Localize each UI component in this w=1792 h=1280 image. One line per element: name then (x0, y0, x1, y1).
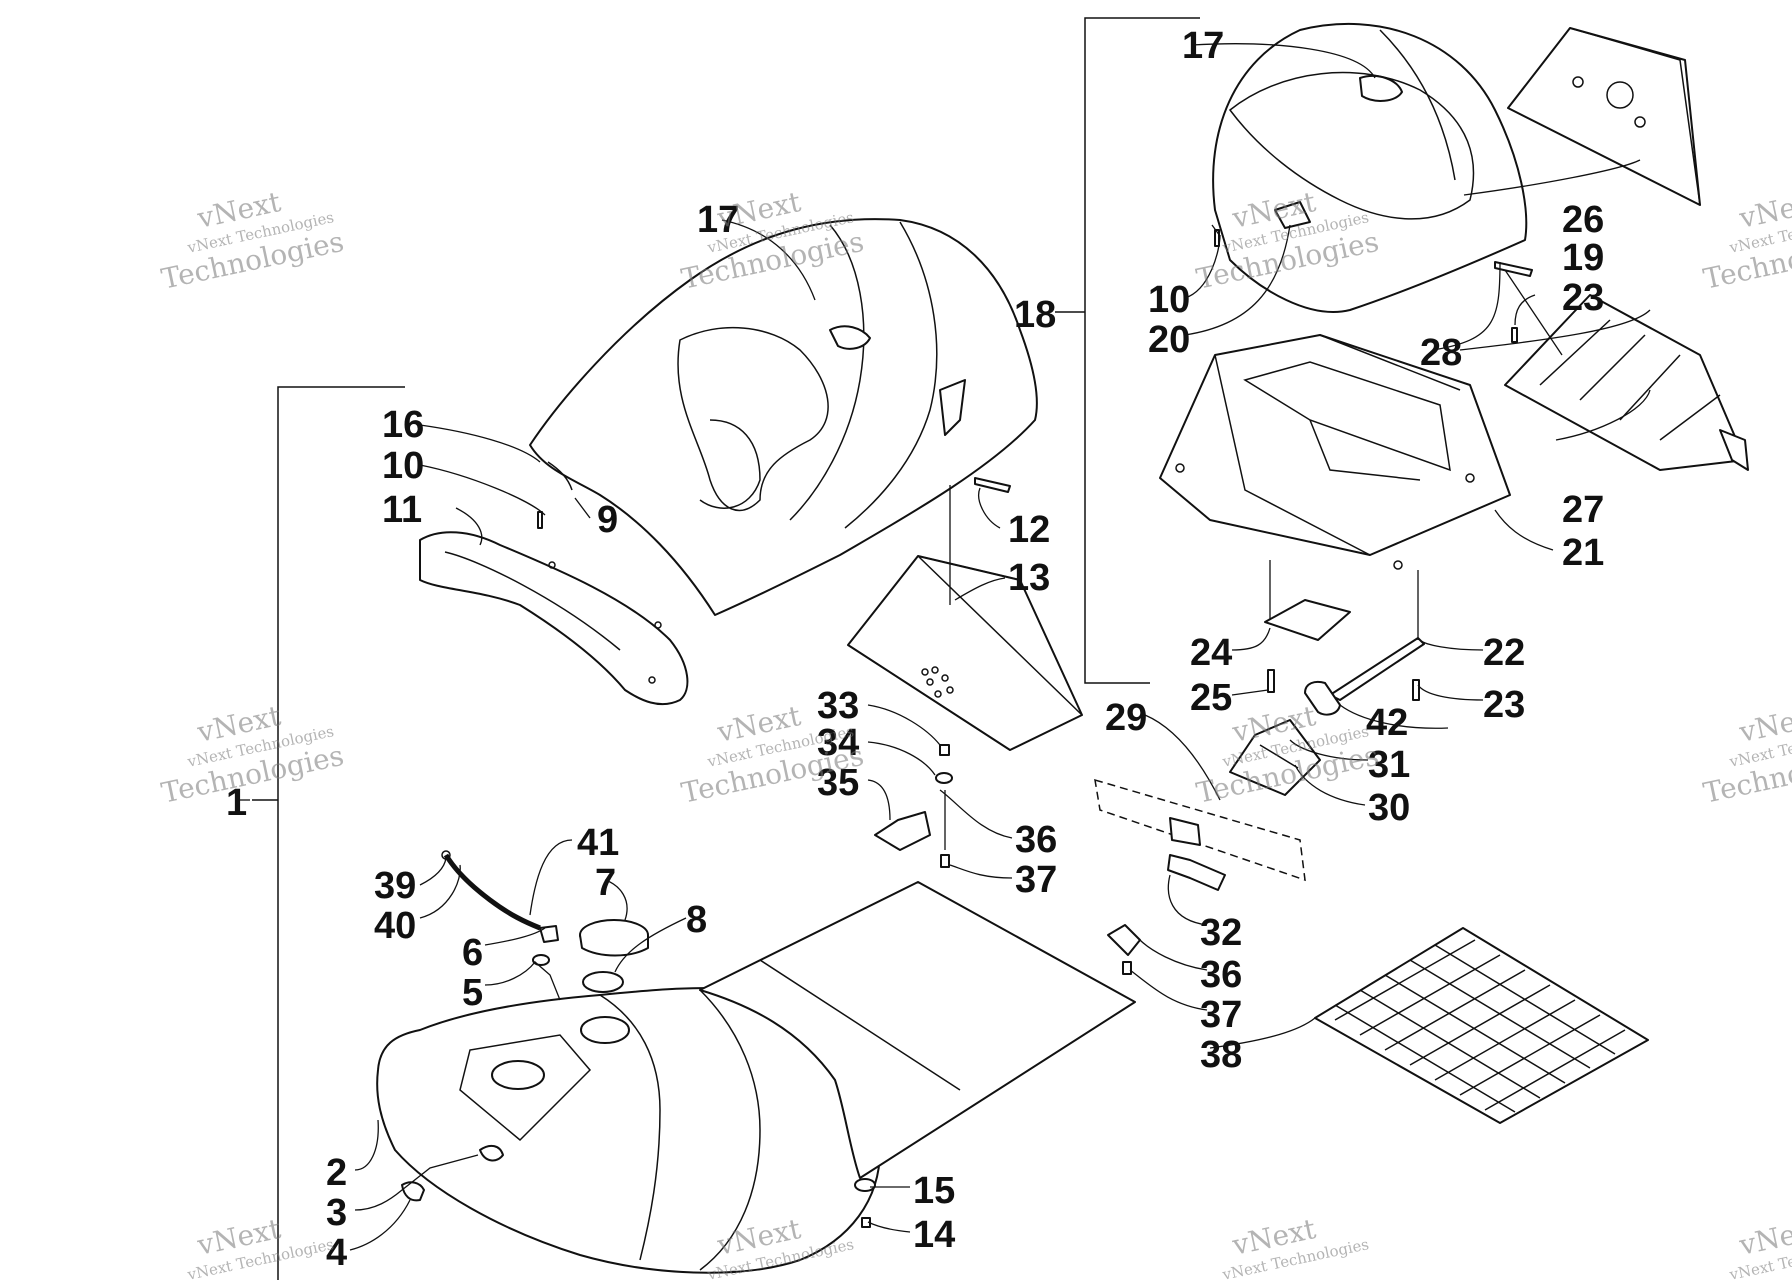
fuel-cap-seal-ring (582, 971, 624, 993)
callout-20: 20 (1148, 319, 1190, 361)
rear-flap (1504, 294, 1749, 471)
callout-3: 3 (326, 1192, 347, 1234)
callout-17-seat: 17 (697, 199, 739, 241)
callout-17-lid: 17 (1182, 25, 1224, 67)
callout-10-seat: 10 (382, 445, 424, 487)
bracket-assembly-18 (1055, 17, 1200, 684)
callout-37-left: 37 (1015, 859, 1057, 901)
callout-9: 9 (597, 499, 618, 541)
callout-21: 21 (1562, 532, 1604, 574)
strap (1329, 637, 1425, 701)
callout-14: 14 (913, 1214, 955, 1256)
callout-23-top: 23 (1562, 277, 1604, 319)
bracket-32 (1167, 854, 1226, 891)
fasteners (537, 229, 1533, 1228)
callout-32: 32 (1200, 912, 1242, 954)
fuel-line (441, 850, 559, 943)
foam-pad (847, 555, 1083, 751)
callout-10-lid: 10 (1148, 279, 1190, 321)
callout-13: 13 (1008, 557, 1050, 599)
crossbar-bracket (1169, 817, 1201, 846)
callout-38: 38 (1200, 1034, 1242, 1076)
storage-box-lid (1212, 22, 1528, 313)
callout-labels: 1 2 3 4 5 6 7 8 9 10 11 12 13 14 15 16 1… (226, 25, 1604, 1274)
callout-36-left: 36 (1015, 819, 1057, 861)
bracket-assembly-1 (252, 386, 405, 1280)
callout-23-bottom: 23 (1483, 684, 1525, 726)
callout-40: 40 (374, 905, 416, 947)
bracket-36-right (1107, 924, 1141, 956)
drain-fitting (401, 1181, 425, 1202)
crossbar (1094, 778, 1306, 882)
seat (529, 218, 1038, 616)
seat-skirt (419, 531, 689, 706)
leader-lines (240, 43, 1651, 1251)
cargo-mat (1314, 927, 1649, 1124)
callout-12: 12 (1008, 509, 1050, 551)
callout-19: 19 (1562, 237, 1604, 279)
callout-8: 8 (686, 899, 707, 941)
lid-foam (1507, 27, 1701, 206)
callout-11: 11 (382, 489, 422, 531)
callout-22: 22 (1483, 632, 1525, 674)
callout-2: 2 (326, 1152, 347, 1194)
callout-29: 29 (1105, 697, 1147, 739)
storage-box (1159, 334, 1511, 570)
callout-1: 1 (226, 782, 247, 824)
callout-25: 25 (1190, 677, 1232, 719)
callout-36-right: 36 (1200, 954, 1242, 996)
watermark: vNext vNext Technologies Technologies (1700, 699, 1792, 810)
callout-31: 31 (1368, 744, 1410, 786)
callout-4: 4 (326, 1232, 347, 1274)
callout-37-right: 37 (1200, 994, 1242, 1036)
callout-27: 27 (1562, 489, 1604, 531)
mount-plate (1229, 719, 1321, 796)
callout-41: 41 (577, 822, 619, 864)
watermark: vNext vNext Technologies Technologies (158, 699, 346, 810)
callout-16: 16 (382, 404, 424, 446)
callout-42: 42 (1366, 702, 1408, 744)
watermark: vNext vNext Technologies Technologies (1700, 185, 1792, 296)
watermark: vNext vNext Technologies Technologies (158, 185, 346, 296)
callout-5: 5 (462, 972, 483, 1014)
callout-34: 34 (817, 722, 859, 764)
callout-18: 18 (1014, 294, 1056, 336)
fuel-tank (376, 986, 881, 1274)
callout-30: 30 (1368, 787, 1410, 829)
fuel-cap (579, 919, 649, 957)
callout-15: 15 (913, 1170, 955, 1212)
callout-7: 7 (595, 862, 616, 904)
bracket-35 (874, 811, 931, 851)
callout-28: 28 (1420, 332, 1462, 374)
callout-6: 6 (462, 932, 483, 974)
floor-pan (699, 881, 1136, 1179)
watermark: vNext vNext Technologies (1220, 1212, 1370, 1280)
callout-35: 35 (817, 762, 859, 804)
callout-33: 33 (817, 685, 859, 727)
watermark: vNext vNext Technologies (185, 1212, 335, 1280)
callout-39: 39 (374, 865, 416, 907)
grommet (532, 954, 550, 966)
callout-26: 26 (1562, 199, 1604, 241)
storage-bracket (1264, 599, 1351, 641)
watermark: vNext vNext Technologies (1727, 1212, 1792, 1280)
callout-24: 24 (1190, 632, 1232, 674)
